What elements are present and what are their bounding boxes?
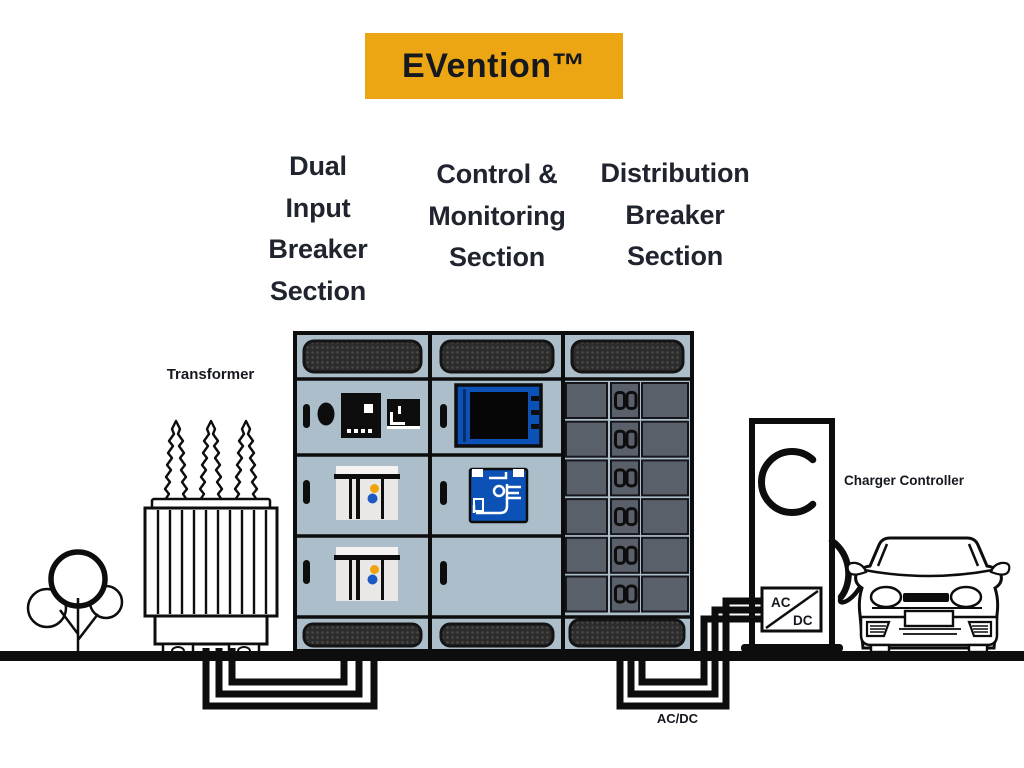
ac-dc-converter-box: AC DC — [760, 586, 823, 633]
charger-logo-arc — [758, 448, 817, 516]
vent-grille — [302, 339, 423, 374]
vent-grille — [439, 622, 555, 648]
vent-grille — [302, 622, 423, 648]
section-label-line: Monitoring — [428, 200, 566, 231]
section-label-line: Section — [448, 242, 546, 272]
converter-ac-text: AC — [771, 595, 791, 610]
section-label-line: Distribution — [600, 158, 750, 188]
section-label-control-monitoring: Control & Monitoring Section — [407, 154, 587, 279]
transformer-label: Transformer — [166, 366, 255, 383]
vent-grille — [439, 339, 555, 374]
vent-grille — [570, 339, 685, 374]
section-label-line: Dual — [289, 151, 347, 181]
underground-conduit-left — [202, 648, 378, 710]
section-label-line: Breaker — [625, 199, 725, 230]
section-label-dual-input-breaker: Dual Input Breaker Section — [233, 146, 403, 312]
plc-module-icon — [468, 467, 529, 524]
section-label-distribution-breaker: Distribution Breaker Section — [585, 153, 765, 278]
transformer-icon — [143, 419, 279, 656]
ev-car-icon — [846, 536, 1011, 654]
vent-grille — [568, 618, 686, 648]
section-label-line: Section — [626, 241, 724, 271]
underground-conduit-right — [616, 597, 764, 710]
hmi-display — [454, 383, 543, 448]
section-label-line: Section — [269, 275, 367, 306]
ground-line — [0, 651, 1024, 661]
converter-dc-text: DC — [793, 613, 813, 628]
tree-icon — [26, 549, 124, 652]
charger-controller-label: Charger Controller — [843, 473, 965, 488]
product-title: EVention™ — [402, 46, 586, 85]
transformer-fins — [156, 510, 268, 614]
section-label-line: Control & — [436, 159, 558, 189]
drawout-breaker — [334, 466, 400, 520]
acdc-cable-label: AC/DC — [656, 711, 699, 726]
door-handle — [303, 404, 447, 585]
switchgear-cabinet — [293, 331, 694, 653]
drawout-breaker — [334, 547, 400, 601]
section-label-line: Input — [285, 192, 351, 223]
product-title-banner: EVention™ — [365, 33, 623, 99]
section-label-line: Breaker — [268, 234, 368, 264]
protection-relay-device — [317, 393, 420, 438]
